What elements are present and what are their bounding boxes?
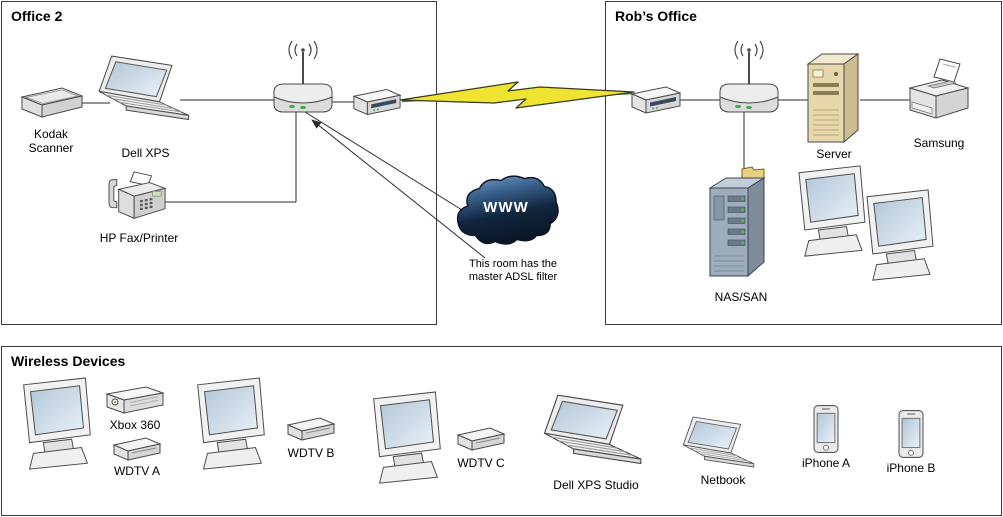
tv-2-icon	[190, 376, 270, 474]
robs-office-title: Rob’s Office	[615, 8, 697, 24]
dell-xps-studio-laptop-icon	[540, 394, 652, 477]
server-icon	[800, 50, 868, 145]
nas-san-label: NAS/SAN	[714, 290, 768, 304]
dell-xps-studio-label: Dell XPS Studio	[553, 478, 639, 492]
wdtv-b-icon	[286, 414, 336, 444]
xbox-360-label: Xbox 360	[109, 418, 161, 432]
iphone-b-icon	[897, 409, 925, 459]
www-cloud-icon	[452, 172, 560, 250]
office2-wireless-router-icon	[268, 40, 338, 126]
office2-adsl-modem-icon	[352, 86, 402, 118]
www-label: WWW	[483, 199, 529, 216]
hp-fax-printer-label: HP Fax/Printer	[99, 231, 179, 245]
kodak-scanner-label: Kodak Scanner	[28, 127, 74, 155]
wdtv-c-label: WDTV C	[457, 456, 505, 470]
dell-xps-laptop-icon	[95, 55, 199, 132]
kodak-scanner-icon	[20, 84, 84, 126]
server-label: Server	[816, 147, 852, 161]
nas-san-icon	[702, 166, 780, 288]
robs-adsl-modem-icon	[628, 84, 684, 116]
xbox-360-icon	[104, 382, 166, 418]
wdtv-b-label: WDTV B	[287, 446, 335, 460]
robs-monitor-2-icon	[860, 188, 938, 285]
tv-1-icon	[16, 376, 96, 474]
iphone-a-label: iPhone A	[801, 456, 851, 470]
iphone-a-icon	[812, 404, 840, 454]
netbook-icon	[680, 416, 762, 477]
robs-wireless-router-icon	[714, 40, 784, 126]
lightning-bolt-icon	[399, 81, 635, 109]
adsl-filter-annotation: This room has the master ADSL filter	[456, 258, 570, 284]
annotation-line-1: This room has the	[468, 258, 558, 270]
office2-box: Office 2	[1, 1, 437, 325]
wdtv-c-icon	[456, 424, 506, 454]
samsung-printer-icon	[906, 58, 972, 132]
robs-office-box: Rob’s Office	[605, 1, 1002, 325]
wireless-devices-title: Wireless Devices	[11, 353, 126, 369]
netbook-label: Netbook	[700, 473, 746, 487]
office2-title: Office 2	[11, 8, 63, 24]
wdtv-a-label: WDTV A	[113, 464, 160, 478]
wdtv-a-icon	[112, 434, 162, 464]
annotation-line-2: master ADSL filter	[468, 271, 558, 283]
robs-monitor-1-icon	[792, 164, 870, 261]
tv-3-icon	[366, 390, 446, 488]
hp-fax-printer-icon	[106, 170, 170, 228]
dell-xps-label: Dell XPS	[121, 146, 170, 160]
iphone-b-label: iPhone B	[886, 461, 936, 475]
samsung-printer-label: Samsung	[913, 136, 965, 150]
